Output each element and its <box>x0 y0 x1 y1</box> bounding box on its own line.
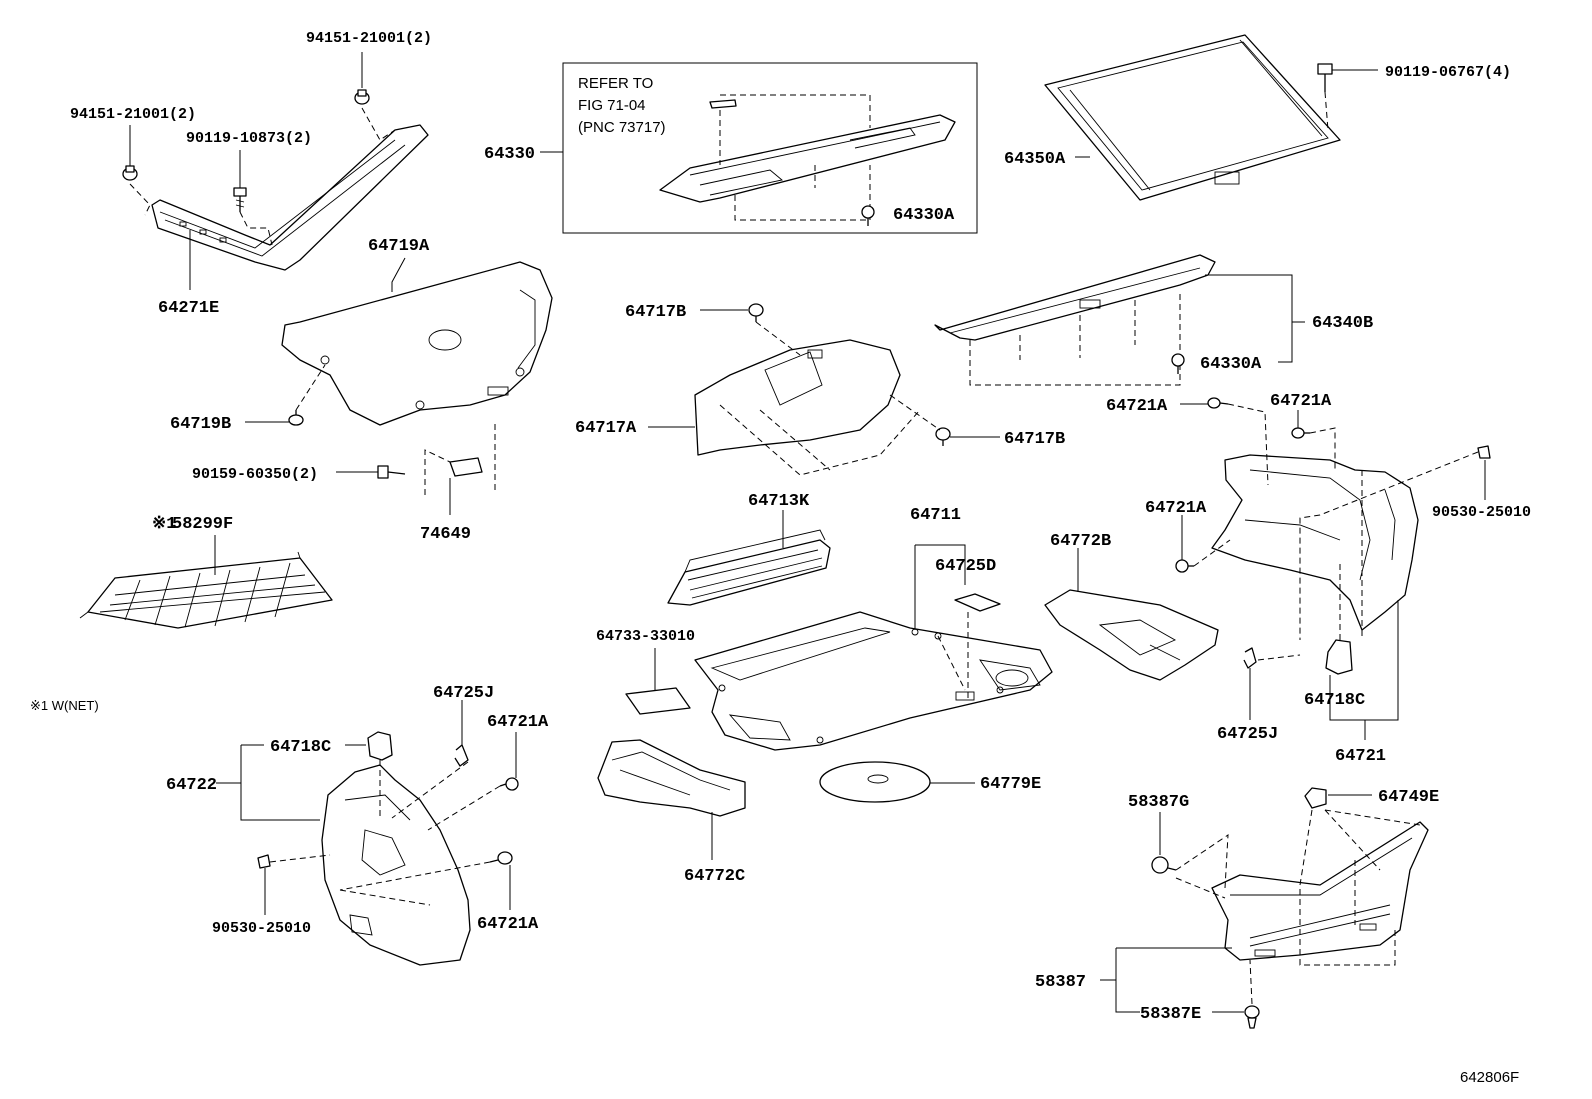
part-64350a-frame <box>1044 34 1341 201</box>
label-64721a-a: 64721A <box>1106 397 1168 416</box>
part-64772b-tray <box>1044 589 1219 681</box>
label-64330: 64330 <box>484 145 535 164</box>
part-74649 <box>449 457 483 477</box>
label-64779e: 64779E <box>980 775 1041 794</box>
screw-90159-60350-icon <box>377 465 406 479</box>
part-64330-cover <box>659 114 956 203</box>
clip-94151-top-icon <box>354 89 370 105</box>
label-64713k: 64713K <box>748 492 810 511</box>
clip-64721a-left-top-icon <box>499 777 519 791</box>
part-64711-floor <box>694 611 1053 751</box>
label-94151-21001-top: 94151-21001(2) <box>306 30 432 47</box>
label-64721a-left-bot: 64721A <box>477 915 539 934</box>
label-94151-21001-left: 94151-21001(2) <box>70 106 196 123</box>
clip-64721a-a-icon <box>1207 397 1229 409</box>
part-58387-trim <box>1211 821 1429 961</box>
clip-90530-25010-right-icon <box>1477 445 1491 459</box>
clip-64749e-icon <box>1304 787 1327 809</box>
part-64340b-panel <box>934 254 1216 341</box>
part-64713k-bracket <box>667 529 831 606</box>
label-64717b-top: 64717B <box>625 303 686 322</box>
clip-64725j-right-icon <box>1243 647 1257 669</box>
label-64721a-left-top: 64721A <box>487 713 549 732</box>
label-90159-60350: 90159-60350(2) <box>192 466 318 483</box>
label-64271e: 64271E <box>158 299 219 318</box>
label-64749e: 64749E <box>1378 788 1439 807</box>
label-64330a-mid: 64330A <box>1200 355 1262 374</box>
part-64719a-panel <box>281 261 553 426</box>
part-64725d-clip <box>954 593 1001 612</box>
clip-90530-25010-left-icon <box>257 854 271 869</box>
label-64722: 64722 <box>166 776 217 795</box>
refer-line-3: (PNC 73717) <box>578 119 666 136</box>
label-64721: 64721 <box>1335 747 1386 766</box>
clip-64721a-c-icon <box>1175 559 1194 573</box>
clip-64721a-b-icon <box>1291 427 1310 439</box>
part-64717a-cover <box>694 339 901 456</box>
part-64772c-tray <box>597 739 746 817</box>
label-58387: 58387 <box>1035 973 1086 992</box>
clip-64721a-left-bot-icon <box>489 851 513 865</box>
clip-64717b-top-icon <box>748 303 764 322</box>
label-64725j-right: 64725J <box>1217 725 1278 744</box>
part-64721-trim <box>1211 454 1419 631</box>
screw-90119-06767-icon <box>1317 63 1333 92</box>
part-58299f-net <box>79 551 333 629</box>
label-90530-25010-left: 90530-25010 <box>212 920 311 937</box>
part-refer-clip-icon <box>709 99 737 109</box>
label-90119-06767: 90119-06767(4) <box>1385 64 1511 81</box>
part-64718c-left <box>367 731 393 761</box>
label-64725d: 64725D <box>935 557 996 576</box>
clip-94151-left-icon <box>122 165 138 181</box>
part-64722-trim <box>321 764 471 966</box>
clip-64330a-mid-icon <box>1171 353 1185 374</box>
label-64717a: 64717A <box>575 419 637 438</box>
label-64719a: 64719A <box>368 237 430 256</box>
refer-box <box>562 62 978 234</box>
label-64340b: 64340B <box>1312 314 1373 333</box>
figure-code: 642806F <box>1460 1069 1519 1086</box>
label-90119-10873: 90119-10873(2) <box>186 130 312 147</box>
label-64350a: 64350A <box>1004 150 1066 169</box>
label-64719b: 64719B <box>170 415 231 434</box>
clip-64719b-icon <box>288 410 304 426</box>
label-64733-33010: 64733-33010 <box>596 628 695 645</box>
part-64779e-disc <box>819 761 931 803</box>
label-74649: 74649 <box>420 525 471 544</box>
label-64711: 64711 <box>910 506 961 525</box>
clip-58387g-icon <box>1151 856 1177 874</box>
label-64717b-right: 64717B <box>1004 430 1065 449</box>
label-64725j-left: 64725J <box>433 684 494 703</box>
label-58387e: 58387E <box>1140 1005 1201 1024</box>
label-64772c: 64772C <box>684 867 745 886</box>
part-64271e-frame <box>151 124 429 271</box>
clip-58387e-icon <box>1244 1005 1260 1029</box>
clip-64717b-right-icon <box>935 427 951 446</box>
footnote: ※1 W(NET) <box>30 698 99 713</box>
label-64330a-top: 64330A <box>893 206 955 225</box>
part-64733-sheet <box>625 687 691 715</box>
clip-64330a-top-icon <box>861 205 875 226</box>
refer-line-2: FIG 71-04 <box>578 97 646 114</box>
label-64718c-left: 64718C <box>270 738 331 757</box>
label-64721a-b: 64721A <box>1270 392 1332 411</box>
screw-90119-10873-icon <box>233 187 247 212</box>
label-64772b: 64772B <box>1050 532 1111 551</box>
label-64718c-right: 64718C <box>1304 691 1365 710</box>
clip-64725j-left-icon <box>454 744 469 767</box>
label-58387g: 58387G <box>1128 793 1189 812</box>
refer-line-1: REFER TO <box>578 75 653 92</box>
label-90530-25010-right: 90530-25010 <box>1432 504 1531 521</box>
label-58299f-mark: ※1 <box>152 515 176 534</box>
label-58299f: 58299F <box>172 515 233 534</box>
label-64721a-c: 64721A <box>1145 499 1207 518</box>
part-64718c-right <box>1325 639 1353 675</box>
